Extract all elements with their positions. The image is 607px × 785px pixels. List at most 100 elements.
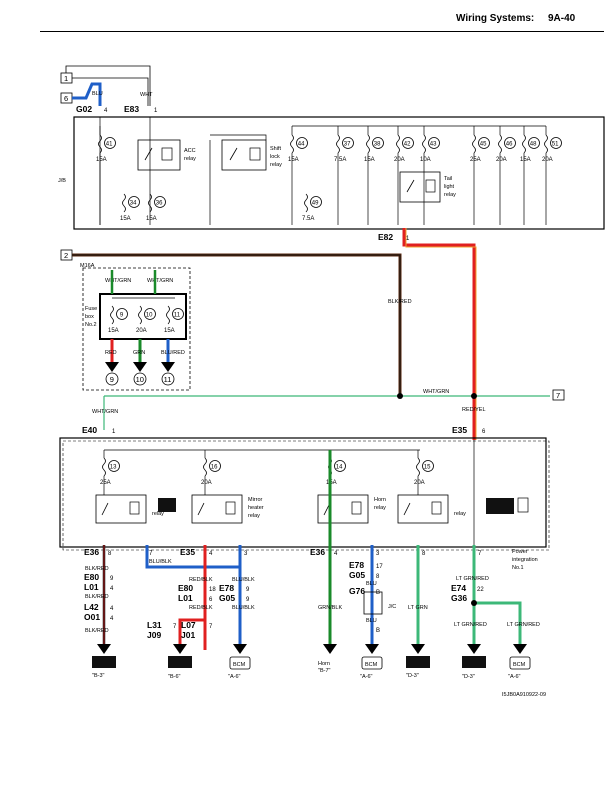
jb-fuse-41-num: 41 [106, 142, 113, 148]
conn-g02: G02 [76, 104, 92, 114]
headlight-icon [406, 656, 430, 668]
col1-wire-6: BLK/RED [85, 628, 109, 634]
col4-wire1: GRN/BLK [318, 605, 342, 611]
fusebox2-wire-left: WHT/GRN [105, 278, 131, 284]
conn-e82-pin: 1 [406, 236, 410, 242]
conn-e35: E35 [452, 425, 467, 435]
col2-conn3: L31 [147, 620, 162, 630]
device-3-ref: "B-7" [318, 668, 331, 674]
col2-conn1: E80 [178, 583, 193, 593]
device-0-ref: "B-3" [92, 673, 105, 679]
pim-label1: Power [512, 549, 528, 555]
jb-fuse-45-num: 45 [480, 142, 487, 148]
jb-fuse-36-num: 36 [156, 201, 163, 207]
headlight-icon [462, 656, 486, 668]
col7-conn1: E74 [451, 583, 466, 593]
col1-conn-2: L01 [84, 582, 99, 592]
device-1: Motor"B-6" [168, 644, 192, 680]
jb-fuse-37: 377.5A [334, 134, 354, 163]
fusebox2-label1: Fuse [85, 306, 97, 312]
col5-pin1: 17 [376, 564, 383, 570]
col1-wire-0: BLK/RED [85, 566, 109, 572]
jb-fuse-43-num: 43 [430, 142, 437, 148]
shift-lock-relay: Shift lock relay [209, 134, 282, 225]
jb-fuse-45-rating: 25A [470, 157, 481, 163]
device-4-ref: "A-6" [360, 674, 373, 680]
col3-conn2: G05 [219, 593, 235, 603]
fb2-out-wire-1: GRN [133, 350, 145, 356]
red-yel-label: RED/YEL [462, 407, 486, 413]
col2-wire1: RED/BLK [189, 577, 213, 583]
conn-e40: E40 [82, 425, 97, 435]
wire-blu [72, 82, 102, 106]
device-1-ref: "B-6" [168, 674, 181, 680]
jb-fuse-44-rating: 15A [288, 157, 299, 163]
col7-wire3: LT GRN/RED [507, 622, 540, 628]
ref-box-6: 6 [60, 92, 73, 104]
output-wires [102, 450, 522, 650]
device-7-ref: "A-6" [508, 674, 521, 680]
pim-fuse-15-num: 15 [424, 465, 431, 471]
ref-2: 2 [64, 251, 68, 260]
col7-conn2: G36 [451, 593, 467, 603]
fb2-out-wire-2: BLU/RED [161, 350, 185, 356]
fusebox2-wire-right: WHT/GRN [147, 278, 173, 284]
bottom-devices: "B-3"Motor"B-6"BCM"A-6"Horn"B-7"BCM"A-6"… [92, 644, 531, 680]
footer-code: I5JB0A910922-09 [502, 692, 546, 698]
pim-relay-0-line0: relay [152, 511, 164, 517]
col2-wire2: RED/BLK [189, 605, 213, 611]
wire-feed [65, 65, 151, 106]
jb-fuse-34-num: 34 [130, 201, 137, 207]
jb-fuse-48-num: 48 [530, 142, 537, 148]
jb-fuse-43: 43 10A [420, 134, 440, 163]
col7-wire1: LT GRN/RED [456, 576, 489, 582]
col2-pin2: 6 [209, 597, 213, 603]
conn-e83-pin: 1 [154, 108, 158, 114]
col2-pin5: 7 [209, 624, 213, 630]
blk-red-label: BLK/RED [388, 299, 412, 305]
wire-wht-label: WHT [140, 92, 153, 98]
jb-fuse-44-num: 44 [298, 142, 305, 148]
tail-relay-line2: light [444, 184, 455, 190]
pim-relay-3: relay [397, 494, 466, 524]
ref-6: 6 [64, 94, 68, 103]
col6-wire1: LT GRN [408, 605, 428, 611]
wire-wht [72, 77, 149, 106]
shift-relay-line3: relay [270, 162, 282, 168]
tail-relay-line3: relay [444, 192, 456, 198]
device-2-box: BCM [233, 662, 246, 668]
fb2-out-ref-0: 9 [110, 375, 114, 384]
conn-e35-b-pin: 4 [209, 551, 213, 557]
jb-fuse-48-rating: 15A [520, 157, 531, 163]
jb-fuse-36-rating: 15A [146, 216, 157, 222]
col2-conn4: J09 [147, 630, 161, 640]
device-4: BCM"A-6" [360, 644, 383, 680]
pin-3: 3 [244, 551, 248, 557]
col1-pin-5: 4 [110, 616, 114, 622]
col7-wire2: LT GRN/RED [454, 622, 487, 628]
jb-box [73, 116, 605, 230]
col3-wire2: BLU/BLK [232, 605, 255, 611]
conn-e36-c: E36 [310, 547, 325, 557]
jb-fuse-43-rating: 10A [420, 157, 431, 163]
col5-conn1: E78 [349, 560, 364, 570]
col2-conn6: J01 [181, 630, 195, 640]
fb2-fuse-11-num: 11 [174, 313, 181, 319]
ref-7: 7 [556, 391, 560, 400]
acc-relay-line2: relay [184, 156, 196, 162]
device-6: switch"D-3" [462, 644, 486, 680]
wht-grn-h-label: WHT/GRN [423, 389, 449, 395]
device-7: BCM"A-6" [508, 644, 531, 680]
section-title: Wiring Systems: [456, 13, 535, 24]
device-5-ref: "D-3" [406, 673, 419, 679]
jb-fuse-49-rating: 7.5A [302, 216, 314, 222]
col1-conn-4: L42 [84, 602, 99, 612]
ref-1: 1 [64, 74, 68, 83]
